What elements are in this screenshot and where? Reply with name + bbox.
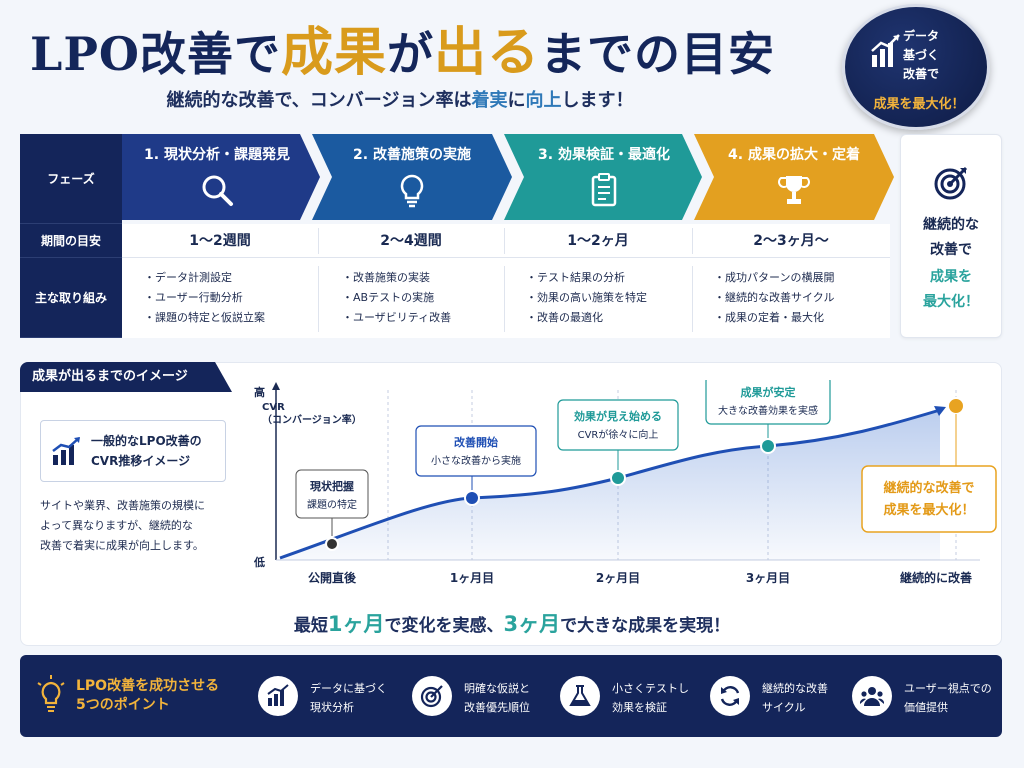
phase-3: 3. 効果検証・最適化 [514,134,694,220]
point-text-2: 明確な仮説と 改善優先順位 [464,682,530,714]
point-continuous [947,397,965,415]
tasks-row: ・データ計測設定 ・ユーザー行動分析 ・課題の特定と仮説立案 ・改善施策の実装 … [122,258,890,338]
svg-text:成果を最大化！: 成果を最大化！ [883,502,974,518]
point-month2 [610,470,626,486]
target-icon [420,685,443,708]
y-label-low: 低 [253,555,265,569]
x-tick-0: 公開直後 [308,570,357,585]
badge-circle: データ 基づく 改善で 成果を最大化！ [842,4,990,130]
tasks-2: ・改善施策の実装 ・ABテストの実施 ・ユーザビリティ改善 [342,271,452,324]
bar-chart-icon [52,437,80,465]
growth-chart-icon [871,34,900,67]
clipboard-icon [591,173,617,207]
x-tick-4: 継続的に改善 [900,570,972,585]
callout-4: 成果が安定 大きな改善効果を実感 [705,380,831,438]
point-start [325,537,339,551]
badge-text: データ 基づく 改善で [903,29,940,81]
x-tick-1: 1ヶ月目 [450,571,494,585]
phase-2: 2. 改善施策の実施 [322,134,502,220]
point-icon-4 [710,676,750,716]
y-axis-title-line1: CVR [262,402,285,413]
point-icon-2 [412,676,452,716]
period-3: 1〜2ヶ月 [567,233,629,249]
svg-text:CVRが徐々に向上: CVRが徐々に向上 [578,428,659,441]
image-section-tab: 成果が出るまでのイメージ [20,362,232,392]
phase-4: 4. 成果の拡大・定着 [704,134,884,220]
point-month1 [464,490,480,506]
side-card: 継続的な 改善で 成果を 最大化！ [900,134,1002,338]
bottom-message: 最短1ヶ月で変化を実感、3ヶ月で大きな成果を実現！ [293,612,731,636]
x-tick-3: 3ヶ月目 [746,571,790,585]
cvr-chart: 高 低 CVR （コンバージョン率） 公開直後 1ヶ月目 2ヶ月目 3ヶ月目 継… [253,380,997,585]
point-text-1: データに基づく 現状分析 [310,682,387,714]
point-icon-5 [852,676,892,716]
tasks-1: ・データ計測設定 ・ユーザー行動分析 ・課題の特定と仮説立案 [144,271,265,324]
callout-2: 改善開始 小さな改善から実施 [415,425,537,490]
period-4: 2〜3ヶ月〜 [753,233,829,249]
callout-3: 効果が見え始める CVRが徐々に向上 [557,399,679,470]
period-row: 1〜2週間 2〜4週間 1〜2ヶ月 2〜3ヶ月〜 [122,224,890,258]
users-icon [860,687,884,706]
side-card-text2: 成果を 最大化！ [923,269,979,310]
point-month3 [760,438,776,454]
svg-text:継続的な改善で: 継続的な改善で [883,480,974,496]
period-2: 2〜4週間 [380,233,442,249]
point-text-3: 小さくテストし 効果を検証 [612,682,689,714]
footer-points: LPO改善を成功させる 5つのポイント データに基づく 現状分析 明確な仮説と … [20,655,1002,737]
phase-1: 1. 現状分析・課題発見 [122,134,312,220]
tasks-3: ・テスト結果の分析 ・効果の高い施策を特定 ・改善の最適化 [526,271,647,324]
svg-text:小さな改善から実施: 小さな改善から実施 [431,454,521,467]
badge-gold-text: 成果を最大化！ [873,97,965,112]
y-axis-title-line2: （コンバージョン率） [262,413,362,426]
legend-title: 一般的なLPO改善の CVR推移イメージ [91,434,202,468]
row-label-tasks: 主な取り組み [20,258,122,338]
page-subtitle: 継続的な改善で、コンバージョン率は着実に向上します！ [166,90,634,111]
svg-text:課題の特定: 課題の特定 [307,498,357,511]
svg-text:効果が見え始める: 効果が見え始める [574,409,662,423]
callout-5: 継続的な改善で 成果を最大化！ [861,414,997,533]
page-title: LPO改善で成果が出るまでの目安 [30,22,776,83]
y-label-high: 高 [254,385,265,399]
svg-text:大きな改善効果を実感: 大きな改善効果を実感 [718,404,818,417]
legend-note: サイトや業界、改善施策の規模に よって異なりますが、継続的な 改善で着実に成果が… [40,499,205,552]
lightbulb-icon [400,174,424,208]
y-axis-title: CVR （コンバージョン率） [262,402,362,426]
cycle-icon [720,686,740,706]
row-label-phase: フェーズ [20,134,122,224]
x-tick-2: 2ヶ月目 [596,571,640,585]
footer-title: LPO改善を成功させる 5つのポイント [76,678,220,713]
svg-text:成果が安定: 成果が安定 [741,385,796,399]
flask-icon [569,685,591,706]
trophy-icon [778,176,810,204]
target-icon [934,166,968,200]
svg-text:改善開始: 改善開始 [454,435,498,449]
point-text-5: ユーザー視点での 価値提供 [904,682,992,714]
point-text-4: 継続的な改善 サイクル [762,682,828,714]
lightbulb-icon [37,675,65,712]
period-1: 1〜2週間 [189,233,251,249]
tasks-4: ・成功パターンの横展開 ・継続的な改善サイクル ・成果の定着・最大化 [714,271,835,324]
point-icon-1 [258,676,298,716]
svg-text:現状把握: 現状把握 [310,479,354,493]
bar-chart-icon [267,684,289,706]
callout-1: 現状把握 課題の特定 [295,469,369,536]
side-card-text1: 継続的な 改善で [923,217,979,258]
phase-arrow-1 [122,134,320,220]
legend-box: 一般的なLPO改善の CVR推移イメージ [40,420,226,482]
point-icon-3 [560,676,600,716]
row-label-period: 期間の目安 [20,224,122,258]
magnifier-icon [202,175,233,206]
